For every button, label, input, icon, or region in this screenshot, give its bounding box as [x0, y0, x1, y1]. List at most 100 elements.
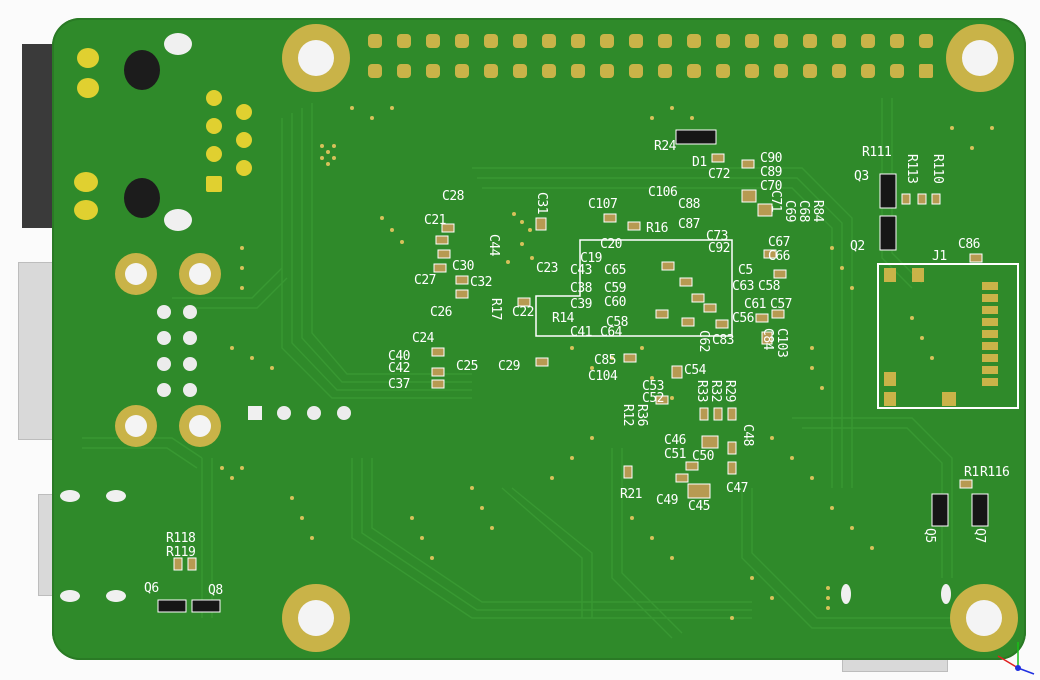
usb-pads	[115, 253, 221, 447]
designator-c62: C62	[696, 330, 711, 352]
designator-c60: C60	[604, 295, 626, 310]
designator-d1: D1	[692, 155, 707, 170]
designator-c29: C29	[498, 359, 520, 374]
designator-c27: C27	[414, 273, 436, 288]
designator-c20: C20	[600, 237, 622, 252]
designator-r32: R32	[708, 380, 723, 402]
designator-c87: C87	[678, 217, 700, 232]
designator-q7: Q7	[972, 528, 987, 543]
designator-c52: C52	[642, 391, 664, 406]
designator-c47: C47	[726, 481, 748, 496]
soc-silk-outline	[535, 239, 733, 337]
designator-c44: C44	[486, 234, 501, 256]
slot-holes	[60, 490, 951, 604]
smd-components	[157, 129, 989, 613]
designator-c24: C24	[412, 331, 434, 346]
j1-pads	[884, 268, 998, 406]
designator-r14: R14	[552, 311, 574, 326]
designator-r29: R29	[722, 380, 737, 402]
designator-r12: R12	[620, 404, 635, 426]
designator-c39: C39	[570, 297, 592, 312]
designator-c70: C70	[760, 179, 782, 194]
designator-c103: C103	[774, 328, 789, 358]
designator-r21: R21	[620, 487, 642, 502]
copper-traces	[82, 98, 953, 639]
designator-c37: C37	[388, 377, 410, 392]
designator-j1: J1	[932, 249, 947, 264]
designator-c45: C45	[688, 499, 710, 514]
designator-c41: C41	[570, 325, 592, 340]
designator-c43: C43	[570, 263, 592, 278]
leds	[124, 50, 160, 218]
designator-c51: C51	[664, 447, 686, 462]
designator-c86: C86	[958, 237, 980, 252]
designator-r111: R111	[862, 145, 892, 160]
designator-r119: R119	[166, 545, 196, 560]
small-header	[248, 406, 351, 420]
designator-r33: R33	[694, 380, 709, 402]
designator-c107: C107	[588, 197, 618, 212]
designator-c54: C54	[684, 363, 706, 378]
designator-c63: C63	[732, 279, 754, 294]
j1-outline	[877, 263, 1019, 409]
board-artwork	[60, 24, 1019, 652]
designator-c61: C61	[744, 297, 766, 312]
designator-r24: R24	[654, 139, 676, 154]
designator-c84: C84	[760, 328, 775, 350]
designator-c88: C88	[678, 197, 700, 212]
designator-r17: R17	[488, 298, 503, 320]
designator-c46: C46	[664, 433, 686, 448]
designator-c23: C23	[536, 261, 558, 276]
designator-c30: C30	[452, 259, 474, 274]
designator-c83: C83	[712, 333, 734, 348]
designator-c65: C65	[604, 263, 626, 278]
pcb-board[interactable]: R24 D1 C72 C90 C89 C70 C71 R84 C68 C69 C…	[52, 18, 1026, 660]
designator-r16: R16	[646, 221, 668, 236]
designator-c5: C5	[738, 263, 753, 278]
axis-gizmo-icon	[997, 642, 1035, 675]
designator-c67: C67	[768, 235, 790, 250]
mounting-holes	[282, 24, 1018, 652]
designator-c59: C59	[604, 281, 626, 296]
gpio-header	[368, 34, 933, 78]
designator-c56: C56	[732, 311, 754, 326]
designator-c64: C64	[600, 325, 622, 340]
designator-c28: C28	[442, 189, 464, 204]
designator-c71: C71	[768, 190, 783, 212]
designator-c57: C57	[770, 297, 792, 312]
designator-q6: Q6	[144, 581, 159, 596]
designator-r118: R118	[166, 531, 196, 546]
designator-r84: R84	[810, 200, 825, 222]
designator-c89: C89	[760, 165, 782, 180]
designator-c42: C42	[388, 361, 410, 376]
designator-c48: C48	[740, 424, 755, 446]
designator-c72: C72	[708, 167, 730, 182]
designator-c26: C26	[430, 305, 452, 320]
designator-c68: C68	[796, 200, 811, 222]
designator-r113: R113	[904, 154, 919, 184]
designator-c21: C21	[424, 213, 446, 228]
designator-r110: R110	[930, 154, 945, 184]
designator-r1: R1	[964, 465, 979, 480]
designator-c50: C50	[692, 449, 714, 464]
designator-c106: C106	[648, 185, 678, 200]
designator-c104: C104	[588, 369, 618, 384]
designator-c90: C90	[760, 151, 782, 166]
designator-c53: C53	[642, 379, 664, 394]
designator-c92: C92	[708, 241, 730, 256]
designator-q3: Q3	[854, 169, 869, 184]
designator-c38: C38	[570, 281, 592, 296]
designator-c49: C49	[656, 493, 678, 508]
usb-connector-shell	[18, 262, 58, 440]
vias	[220, 106, 994, 620]
designator-q5: Q5	[922, 528, 937, 543]
designator-c22: C22	[512, 305, 534, 320]
designator-c19: C19	[580, 251, 602, 266]
designator-c73: C73	[706, 229, 728, 244]
designator-q2: Q2	[850, 239, 865, 254]
designator-c40: C40	[388, 349, 410, 364]
designator-c66: C66	[768, 249, 790, 264]
designator-c58b: C58	[758, 279, 780, 294]
designator-r36: R36	[634, 404, 649, 426]
